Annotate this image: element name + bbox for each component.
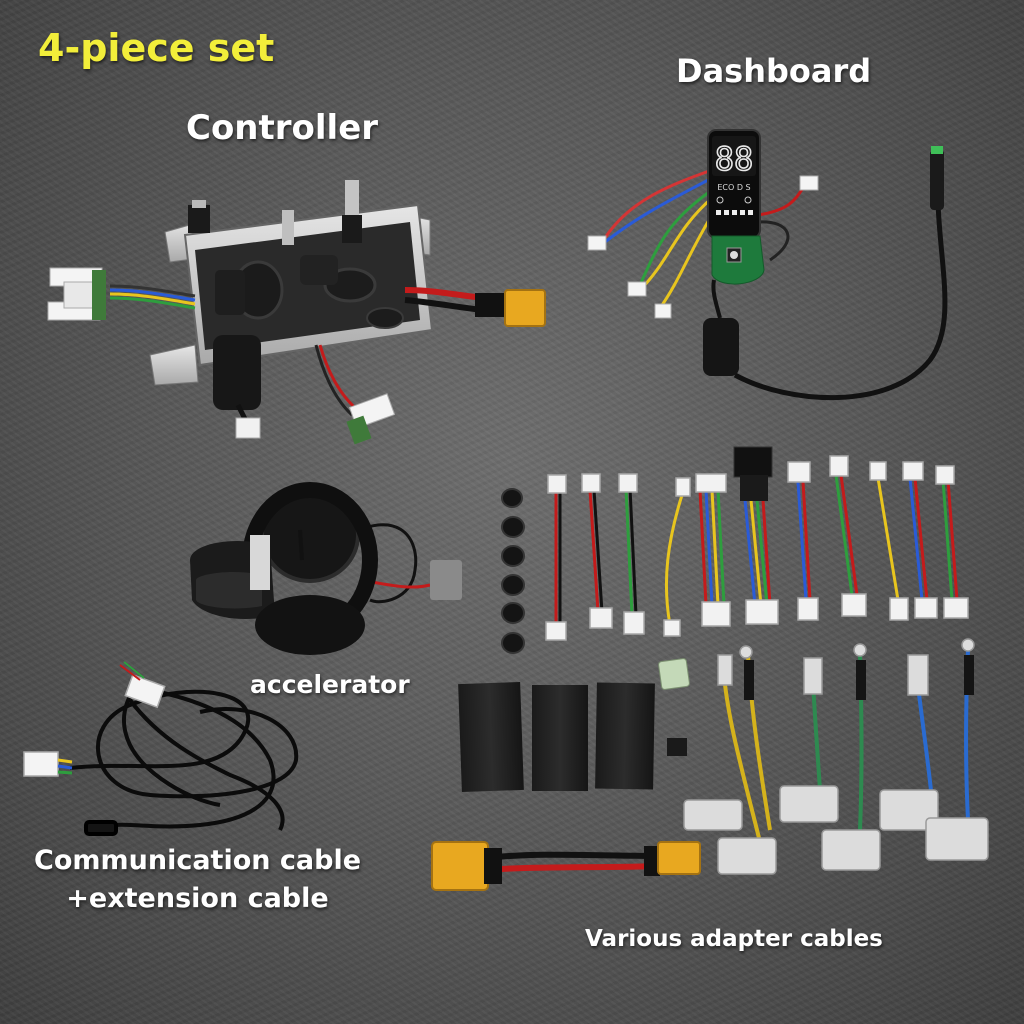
adapter-cables-label: Various adapter cables — [585, 926, 883, 952]
controller-label: Controller — [186, 108, 379, 148]
dashboard: 88 ECO D S — [587, 129, 948, 401]
accelerator — [190, 482, 462, 655]
communication-cable-label: Communication cable +extension cable — [34, 842, 361, 918]
display-digits: 88 — [715, 140, 754, 178]
communication-cable-label-line1: Communication cable — [34, 845, 362, 876]
adapter-cables — [431, 446, 989, 891]
accelerator-label: accelerator — [250, 670, 410, 699]
communication-cable — [23, 661, 299, 836]
dashboard-label: Dashboard — [676, 52, 872, 90]
display-mode-text: ECO D S — [717, 183, 750, 192]
communication-cable-label-line2: +extension cable — [66, 883, 329, 914]
page-title: 4-piece set — [38, 26, 275, 70]
controller — [47, 180, 546, 445]
